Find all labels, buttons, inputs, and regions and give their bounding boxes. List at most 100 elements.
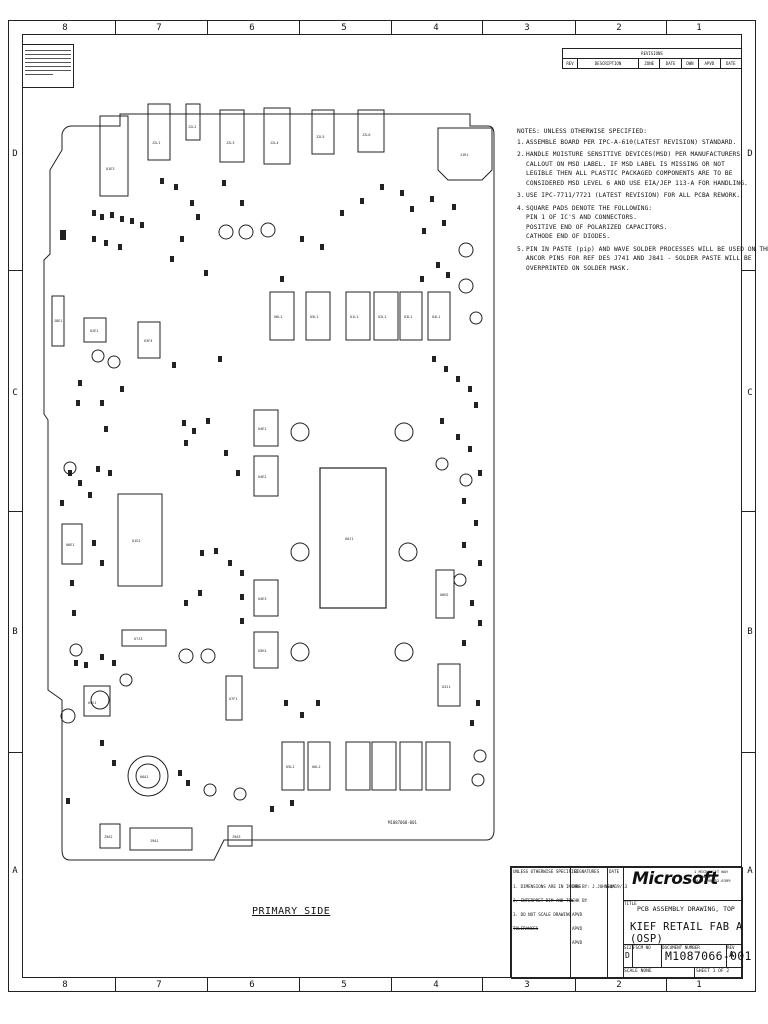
note-item: 4. SQUARE PADS DENOTE THE FOLLOWING: PIN… (517, 204, 668, 241)
drawn-date: 04/19/13 (607, 884, 628, 889)
ic-label: U9E1 (88, 701, 96, 705)
zone-label: 3 (524, 980, 530, 990)
ic-label: U1L1 (350, 315, 358, 319)
ic-label: U6L2 (312, 765, 320, 769)
zone-label: 4 (433, 980, 439, 990)
connector (219, 109, 245, 163)
zone-label: 8 (62, 23, 68, 33)
zone-label: 3 (524, 23, 530, 33)
zone-label: 8 (62, 980, 68, 990)
zone-label: B (12, 627, 18, 637)
pcb-part-number: M1087068-001 (388, 820, 417, 825)
apvd-1: APVD (572, 912, 583, 917)
zone-label: 5 (341, 23, 347, 33)
zone-label: 1 (696, 23, 702, 33)
ic-label: J2L2 (188, 125, 196, 129)
ic-label: U7F1 (229, 697, 237, 701)
drawing-title-line-2: KIEF RETAIL FAB A (OSP) (630, 921, 743, 945)
company-logo: Microsoft (632, 869, 718, 889)
ic-label: U4E3 (258, 597, 266, 601)
ic-label: U1E3 (106, 167, 114, 171)
ic-label: U2E1 (90, 329, 98, 333)
fscm-label: FSCM NO (633, 945, 651, 950)
revisions-table: REVISIONS REV DESCRIPTION ZONE DATE DWN … (562, 48, 743, 69)
ic-label: J9A2 (104, 835, 112, 839)
ic-label: J2L3 (226, 141, 234, 145)
zone-label: C (747, 388, 753, 398)
primary-side-label: PRIMARY SIDE (252, 906, 331, 917)
zone-label: 4 (433, 23, 439, 33)
ic-label: U5L2 (286, 765, 294, 769)
ic-label: U6H2 (440, 593, 448, 597)
ic-label: J8E1 (54, 319, 62, 323)
main-processor (319, 467, 387, 609)
sheet-field: SHEET 1 OF 2 (696, 969, 730, 974)
rev-value: A (729, 950, 734, 959)
drawing-title-line-1: PCB ASSEMBLY DRAWING, TOP (637, 905, 735, 913)
connector (147, 103, 171, 161)
ic-label: U3F4 (144, 339, 152, 343)
ic-label: U3J1 (442, 685, 450, 689)
note-item: 3. USE IPC-7711/7721 (LATEST REVISION) F… (517, 192, 741, 199)
size-value: D (625, 951, 630, 960)
note-item: 2. HANDLE MOISTURE SENSITIVE DEVICES(MSD… (517, 151, 748, 187)
apvd-2: APVD (572, 926, 583, 931)
revisions-header-row: REV DESCRIPTION ZONE DATE DWN APVD DATE (562, 58, 743, 69)
zone-label: 2 (616, 980, 622, 990)
ic-label: U6L1 (274, 315, 282, 319)
zone-label: 6 (249, 980, 255, 990)
ic-label: J9A3 (232, 835, 240, 839)
zone-label: 1 (696, 980, 702, 990)
zone-label: D (747, 149, 753, 159)
ic-label: J1R1 (460, 153, 468, 157)
ic-label: U7J3 (134, 637, 142, 641)
signatures-label: SIGNATURES (574, 869, 600, 874)
zone-label: D (12, 149, 18, 159)
tolerances-label: TOLERANCES (513, 926, 539, 931)
zone-label: 6 (249, 23, 255, 33)
drawn-by: DRN BY: J.JOHNSON (572, 884, 615, 889)
connector (311, 109, 335, 155)
apvd-3: APVD (572, 940, 583, 945)
note-item: 1. ASSEMBLE BOARD PER IPC-A-610(LATEST R… (517, 138, 737, 146)
zone-label: A (12, 866, 18, 876)
ic-label: J9A1 (150, 839, 158, 843)
zone-label: A (747, 866, 753, 876)
zone-label: 5 (341, 980, 347, 990)
chk-by: CHK BY (572, 898, 588, 903)
interpret-note: 2. INTERPRET DIM AND TOL (513, 898, 574, 903)
ic-label: U6E1 (66, 543, 74, 547)
ic-label: U4E1 (258, 427, 266, 431)
ic-label: U6A1 (140, 775, 148, 779)
zone-label: 7 (156, 23, 162, 33)
doc-number-label: DOCUMENT NUMBER (662, 945, 700, 950)
zone-label: 7 (156, 980, 162, 990)
connector (185, 103, 201, 141)
company-address: 1 MICROSOFT WAY REDMOND WASH. 98052-6399 (694, 869, 731, 884)
ic-label: J2L5 (316, 135, 324, 139)
date-header: DATE (659, 58, 682, 69)
ic-label: U5H1 (258, 649, 266, 653)
ic-label: J2L6 (362, 133, 370, 137)
dimensions-note: 1. DIMENSIONS ARE IN INCHES (513, 884, 582, 889)
ic-label: U6J1 (345, 537, 353, 541)
connector (263, 107, 291, 165)
document-number: M1087066-001 (665, 949, 752, 963)
ic-label: U3L1 (404, 315, 412, 319)
title-block (510, 866, 743, 979)
connector (99, 115, 129, 197)
ic-label: J2L4 (270, 141, 278, 145)
sheet-outer-border (8, 20, 756, 992)
zone-label: 2 (616, 23, 622, 33)
do-not-scale-note: 3. DO NOT SCALE DRAWING (513, 912, 571, 917)
ic-label: U2L1 (378, 315, 386, 319)
ic-label: J2L1 (152, 141, 160, 145)
title-field-label: TITLE (624, 901, 637, 906)
proprietary-stamp (22, 44, 74, 88)
date-label: DATE (609, 869, 620, 874)
zone-label: B (747, 627, 753, 637)
sheet-inner-border (22, 34, 742, 978)
assembly-notes: NOTES: UNLESS OTHERWISE SPECIFIED: 1. AS… (517, 127, 768, 276)
notes-heading: NOTES: UNLESS OTHERWISE SPECIFIED: (517, 128, 648, 135)
